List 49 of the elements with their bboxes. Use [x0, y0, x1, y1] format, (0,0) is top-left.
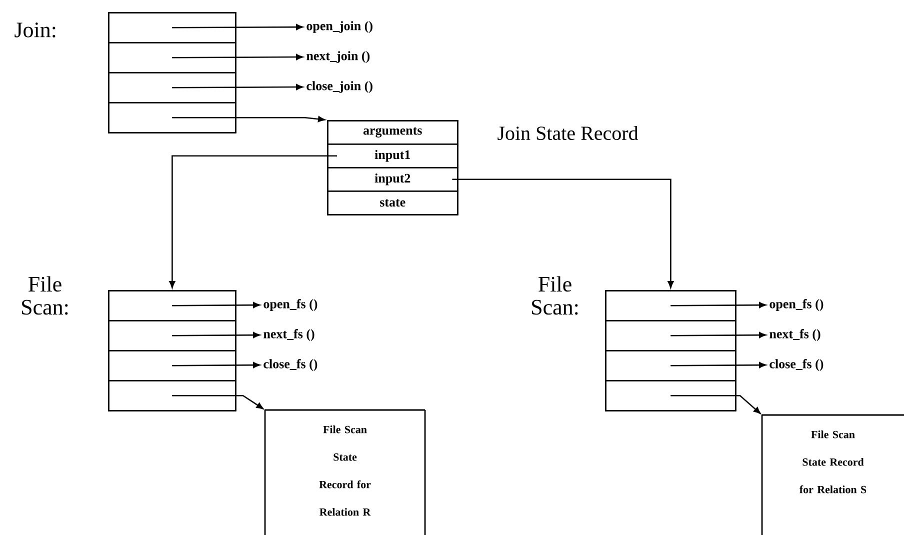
function-label: next_fs () — [264, 329, 314, 341]
field-row: input2 — [327, 167, 458, 192]
pointer-row — [108, 380, 236, 412]
record-box: File Scan State Record for Relation S — [761, 414, 904, 535]
arrow — [172, 24, 304, 30]
arrow — [172, 362, 260, 368]
pointer-row — [605, 290, 736, 322]
record-box: File Scan State Record for Relation R — [264, 409, 426, 535]
pointer-row — [108, 320, 236, 352]
arrow — [670, 394, 761, 414]
function-label: close_fs () — [770, 359, 824, 371]
arrow — [172, 332, 260, 338]
pointer-row — [108, 290, 236, 322]
record-box — [605, 290, 736, 412]
pointer-row — [108, 350, 236, 382]
arrow — [670, 332, 766, 338]
function-label: open_fs () — [264, 299, 318, 311]
pointer-row — [108, 42, 236, 74]
box-heading: File Scan: — [532, 276, 578, 315]
arrow — [452, 178, 674, 288]
arrow — [172, 54, 304, 60]
arrow — [169, 155, 337, 288]
box-heading: File Scan: — [22, 276, 68, 315]
arrow — [172, 394, 264, 410]
function-label: next_join () — [306, 51, 370, 63]
pointer-row — [108, 12, 236, 44]
function-label: open_fs () — [770, 299, 824, 311]
box-heading: Join: — [14, 22, 56, 38]
pointer-row — [605, 380, 736, 412]
field-row: arguments — [327, 120, 458, 145]
pointer-row — [108, 72, 236, 104]
function-label: close_fs () — [264, 359, 318, 371]
pointer-row — [605, 320, 736, 352]
arrow — [172, 302, 260, 308]
function-label: next_fs () — [770, 329, 820, 341]
pointer-row — [605, 350, 736, 382]
arrow — [670, 302, 766, 308]
function-label: close_join () — [306, 81, 372, 93]
arrow — [172, 116, 326, 122]
record-box — [327, 120, 458, 216]
function-label: open_join () — [306, 21, 372, 33]
box-heading: Join State Record — [498, 126, 638, 140]
arrow — [670, 362, 766, 368]
arrow — [172, 84, 304, 90]
pointer-row — [108, 102, 236, 134]
record-box — [108, 290, 236, 412]
record-box — [108, 12, 236, 134]
field-row: input1 — [327, 144, 458, 168]
field-row: state — [327, 190, 458, 216]
